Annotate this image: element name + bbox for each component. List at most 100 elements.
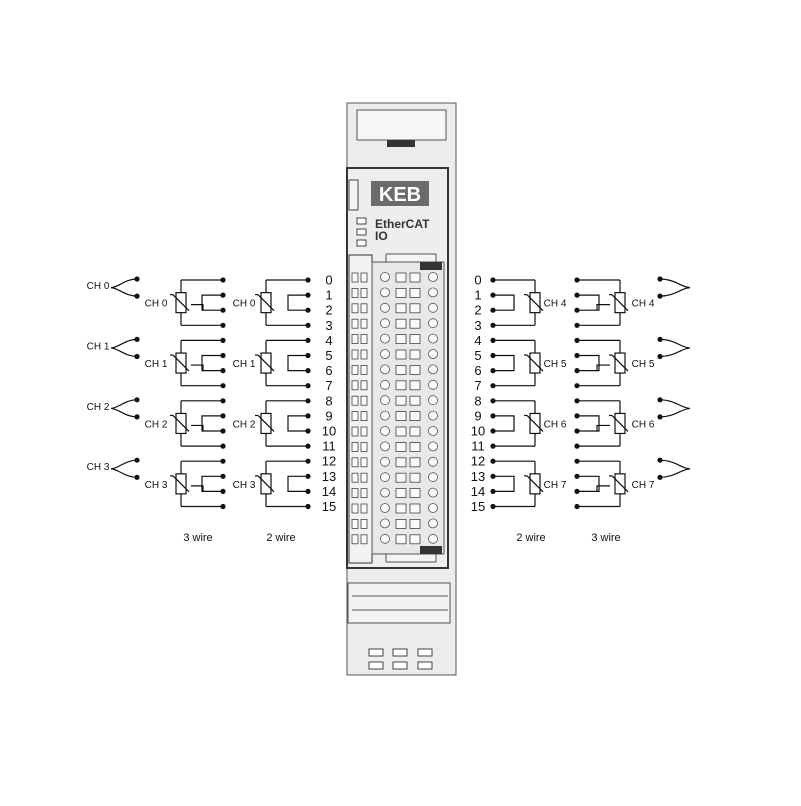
contact-circle (380, 441, 390, 452)
wire (659, 347, 691, 358)
contact-square (409, 503, 421, 514)
terminal-top-cap (385, 253, 437, 263)
wire (659, 338, 691, 349)
terminal-bottom-cap (385, 553, 437, 563)
terminal-number-left: 3 (325, 318, 332, 333)
release-lever-top (420, 262, 442, 270)
thermistor-diagonal (172, 415, 190, 432)
terminal-number-left: 1 (325, 288, 332, 303)
ch-label-3wire: CH 2 (145, 419, 168, 430)
contact-circle (380, 287, 390, 298)
terminal-number-right: 2 (474, 303, 481, 318)
terminal-number-right: 6 (474, 363, 481, 378)
led-window (360, 349, 368, 360)
thermistor-diagonal (611, 294, 629, 312)
contact-circle (428, 364, 438, 375)
wire (596, 485, 610, 492)
label-window (356, 109, 447, 141)
terminal-number-left: 0 (325, 273, 332, 288)
thermistor-diagonal (172, 475, 190, 493)
ch-label-external: CH 2 (87, 402, 110, 413)
contact-square (409, 380, 421, 391)
led-window (360, 364, 368, 375)
wire (110, 278, 138, 289)
terminal-number-right: 7 (474, 378, 481, 393)
ch-label-2wire: CH 5 (544, 359, 567, 370)
contact-circle (428, 472, 438, 483)
led-window (360, 272, 368, 283)
terminal-number-right: 13 (471, 469, 485, 484)
ch-label-3wire: CH 0 (145, 299, 168, 310)
ch-label-3wire: CH 4 (632, 299, 655, 310)
contact-circle (380, 503, 390, 513)
terminal-number-left: 4 (325, 333, 332, 348)
thermistor-diagonal (257, 415, 275, 432)
led-window (351, 488, 359, 499)
ch-label-2wire: CH 4 (544, 299, 567, 310)
contact-circle (428, 333, 438, 344)
contact-circle (380, 456, 390, 467)
led-strip (348, 254, 373, 564)
led-window (360, 318, 368, 329)
contact-square (395, 519, 407, 529)
thermistor-diagonal (526, 354, 544, 372)
led-window (351, 380, 359, 391)
contact-square (409, 334, 421, 345)
terminal-number-right: 1 (474, 288, 481, 303)
latch (387, 140, 415, 147)
slot (392, 648, 408, 657)
ch-label-2wire: CH 1 (233, 359, 256, 370)
thermistor-diagonal (526, 415, 544, 432)
contact-square (395, 272, 407, 283)
contact-square (395, 380, 407, 391)
side-clip (348, 179, 359, 211)
wire (596, 304, 610, 311)
led-window (360, 519, 368, 529)
thermistor-diagonal (257, 475, 275, 493)
contact-square (409, 349, 421, 360)
led-window (360, 488, 368, 499)
contact-circle (380, 272, 390, 282)
contact-square (395, 457, 407, 468)
contact-circle (380, 333, 390, 344)
contact-square (409, 318, 421, 329)
slot (417, 661, 433, 670)
led-window (360, 457, 368, 468)
slot (368, 661, 384, 670)
ch-label-2wire: CH 3 (233, 480, 256, 491)
wire (201, 294, 223, 311)
led-window (351, 349, 359, 360)
wire (493, 415, 515, 432)
contact-square (409, 488, 421, 499)
contact-square (395, 534, 407, 545)
contact-circle (428, 349, 438, 359)
led-window (360, 411, 368, 422)
ch-label-2wire: CH 0 (233, 299, 256, 310)
slot (368, 648, 384, 657)
led-window (351, 411, 359, 422)
wire (110, 338, 138, 349)
wire (191, 424, 204, 431)
thermistor-diagonal (526, 475, 544, 493)
contact-square (395, 411, 407, 422)
release-lever-bottom (420, 546, 442, 554)
bottom-slots (368, 648, 433, 670)
caption-right-3wire: 3 wire (591, 532, 620, 544)
contact-square (409, 519, 421, 529)
thermistor-diagonal (611, 354, 629, 372)
led-window (351, 364, 359, 375)
contact-square (395, 472, 407, 483)
caption-left-3wire: 3 wire (183, 532, 212, 544)
ch-label-2wire: CH 2 (233, 419, 256, 430)
led-window (351, 503, 359, 514)
contact-square (395, 364, 407, 375)
led-window (360, 534, 368, 545)
wire (287, 415, 308, 432)
ch-label-3wire: CH 1 (145, 359, 168, 370)
wire (110, 468, 138, 478)
contact-circle (380, 302, 390, 313)
terminal-number-left: 5 (325, 348, 332, 363)
led-window (351, 441, 359, 452)
contact-circle (380, 426, 390, 436)
contact-circle (380, 487, 390, 498)
